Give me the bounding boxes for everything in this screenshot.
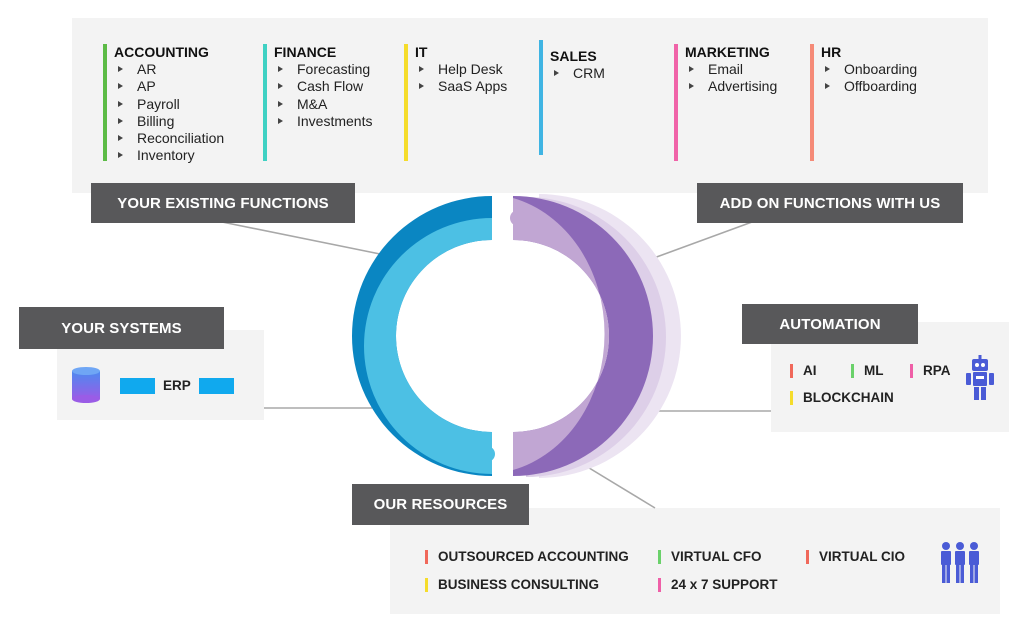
list-item: Offboarding xyxy=(821,78,917,95)
column-accent-bar xyxy=(810,44,814,161)
tag-text: VIRTUAL CIO xyxy=(819,549,906,564)
tag-text: BUSINESS CONSULTING xyxy=(438,577,600,592)
functions-panel xyxy=(72,18,988,193)
tag-text: ML xyxy=(864,363,884,378)
resources-tag-24x7-support: 24 x 7 SUPPORT xyxy=(658,577,778,592)
column-heading: FINANCE xyxy=(274,44,337,60)
automation-tag-rpa: RPA xyxy=(910,363,951,378)
list-item: SaaS Apps xyxy=(415,78,507,95)
list-item: Cash Flow xyxy=(274,78,372,95)
resources-tag-outsourced-accounting: OUTSOURCED ACCOUNTING xyxy=(425,549,629,564)
label-existing-functions: YOUR EXISTING FUNCTIONS xyxy=(91,183,355,223)
column-accent-bar xyxy=(539,40,543,155)
label-your-systems: YOUR SYSTEMS xyxy=(19,307,224,349)
tag-marker xyxy=(790,390,793,405)
list-item: Email xyxy=(685,61,777,78)
tag-text: 24 x 7 SUPPORT xyxy=(671,577,778,592)
column-hr: HR Onboarding Offboarding xyxy=(810,44,917,161)
erp-connector-left xyxy=(120,378,155,394)
tag-text: BLOCKCHAIN xyxy=(803,390,894,405)
connector-lines xyxy=(221,221,771,509)
erp-label: ERP xyxy=(163,378,191,393)
puzzle-notch-top xyxy=(492,208,512,228)
column-accent-bar xyxy=(263,44,267,161)
column-accent-bar xyxy=(103,44,107,161)
erp-connector-right xyxy=(199,378,234,394)
list-item: Reconciliation xyxy=(114,130,224,147)
list-item: CRM xyxy=(550,65,605,82)
database-icon xyxy=(71,366,101,404)
tag-text: AI xyxy=(803,363,817,378)
column-heading: IT xyxy=(415,44,428,60)
tag-marker xyxy=(851,363,854,378)
list-item: Help Desk xyxy=(415,61,507,78)
column-heading: MARKETING xyxy=(685,44,770,60)
label-addon-functions: ADD ON FUNCTIONS WITH US xyxy=(697,183,963,223)
column-marketing: MARKETING Email Advertising xyxy=(674,44,777,161)
automation-tag-blockchain: BLOCKCHAIN xyxy=(790,390,894,405)
tag-text: RPA xyxy=(923,363,951,378)
column-accounting: ACCOUNTING AR AP Payroll Billing Reconci… xyxy=(103,44,224,165)
list-item: Investments xyxy=(274,113,372,130)
tag-marker xyxy=(658,577,661,592)
column-finance: FINANCE Forecasting Cash Flow M&A Invest… xyxy=(263,44,372,161)
ring-purple-front xyxy=(513,198,609,470)
column-heading: ACCOUNTING xyxy=(114,44,209,60)
list-item: Advertising xyxy=(685,78,777,95)
list-item: M&A xyxy=(274,96,372,113)
tag-marker xyxy=(425,549,428,564)
list-item: Onboarding xyxy=(821,61,917,78)
column-accent-bar xyxy=(404,44,408,161)
tag-marker xyxy=(790,363,793,378)
tag-marker xyxy=(806,549,809,564)
column-it: IT Help Desk SaaS Apps xyxy=(404,44,507,161)
tag-marker xyxy=(425,577,428,592)
tag-text: OUTSOURCED ACCOUNTING xyxy=(438,549,629,564)
column-sales: SALES CRM xyxy=(539,40,605,155)
label-our-resources: OUR RESOURCES xyxy=(352,484,529,525)
list-item: Inventory xyxy=(114,147,224,164)
team-icon xyxy=(939,540,981,584)
puzzle-knob-top xyxy=(510,210,526,226)
list-item: AR xyxy=(114,61,224,78)
resources-panel xyxy=(390,508,1000,614)
label-automation: AUTOMATION xyxy=(742,304,918,344)
resources-tag-business-consulting: BUSINESS CONSULTING xyxy=(425,577,599,592)
ring-blue-light xyxy=(364,218,492,474)
puzzle-notch-bottom xyxy=(492,444,512,464)
resources-tag-virtual-cio: VIRTUAL CIO xyxy=(806,549,905,564)
column-accent-bar xyxy=(674,44,678,161)
puzzle-knob-bottom xyxy=(479,446,495,462)
ring-purple-dark xyxy=(513,196,653,476)
connector-existing xyxy=(221,221,381,255)
list-item: Payroll xyxy=(114,96,224,113)
automation-tag-ai: AI xyxy=(790,363,817,378)
automation-tag-ml: ML xyxy=(851,363,884,378)
list-item: Billing xyxy=(114,113,224,130)
tag-marker xyxy=(658,549,661,564)
column-heading: SALES xyxy=(550,48,597,64)
list-item: Forecasting xyxy=(274,61,372,78)
robot-icon xyxy=(964,355,996,401)
tag-marker xyxy=(910,363,913,378)
tag-text: VIRTUAL CFO xyxy=(671,549,762,564)
column-heading: HR xyxy=(821,44,842,60)
list-item: AP xyxy=(114,78,224,95)
resources-tag-virtual-cfo: VIRTUAL CFO xyxy=(658,549,762,564)
